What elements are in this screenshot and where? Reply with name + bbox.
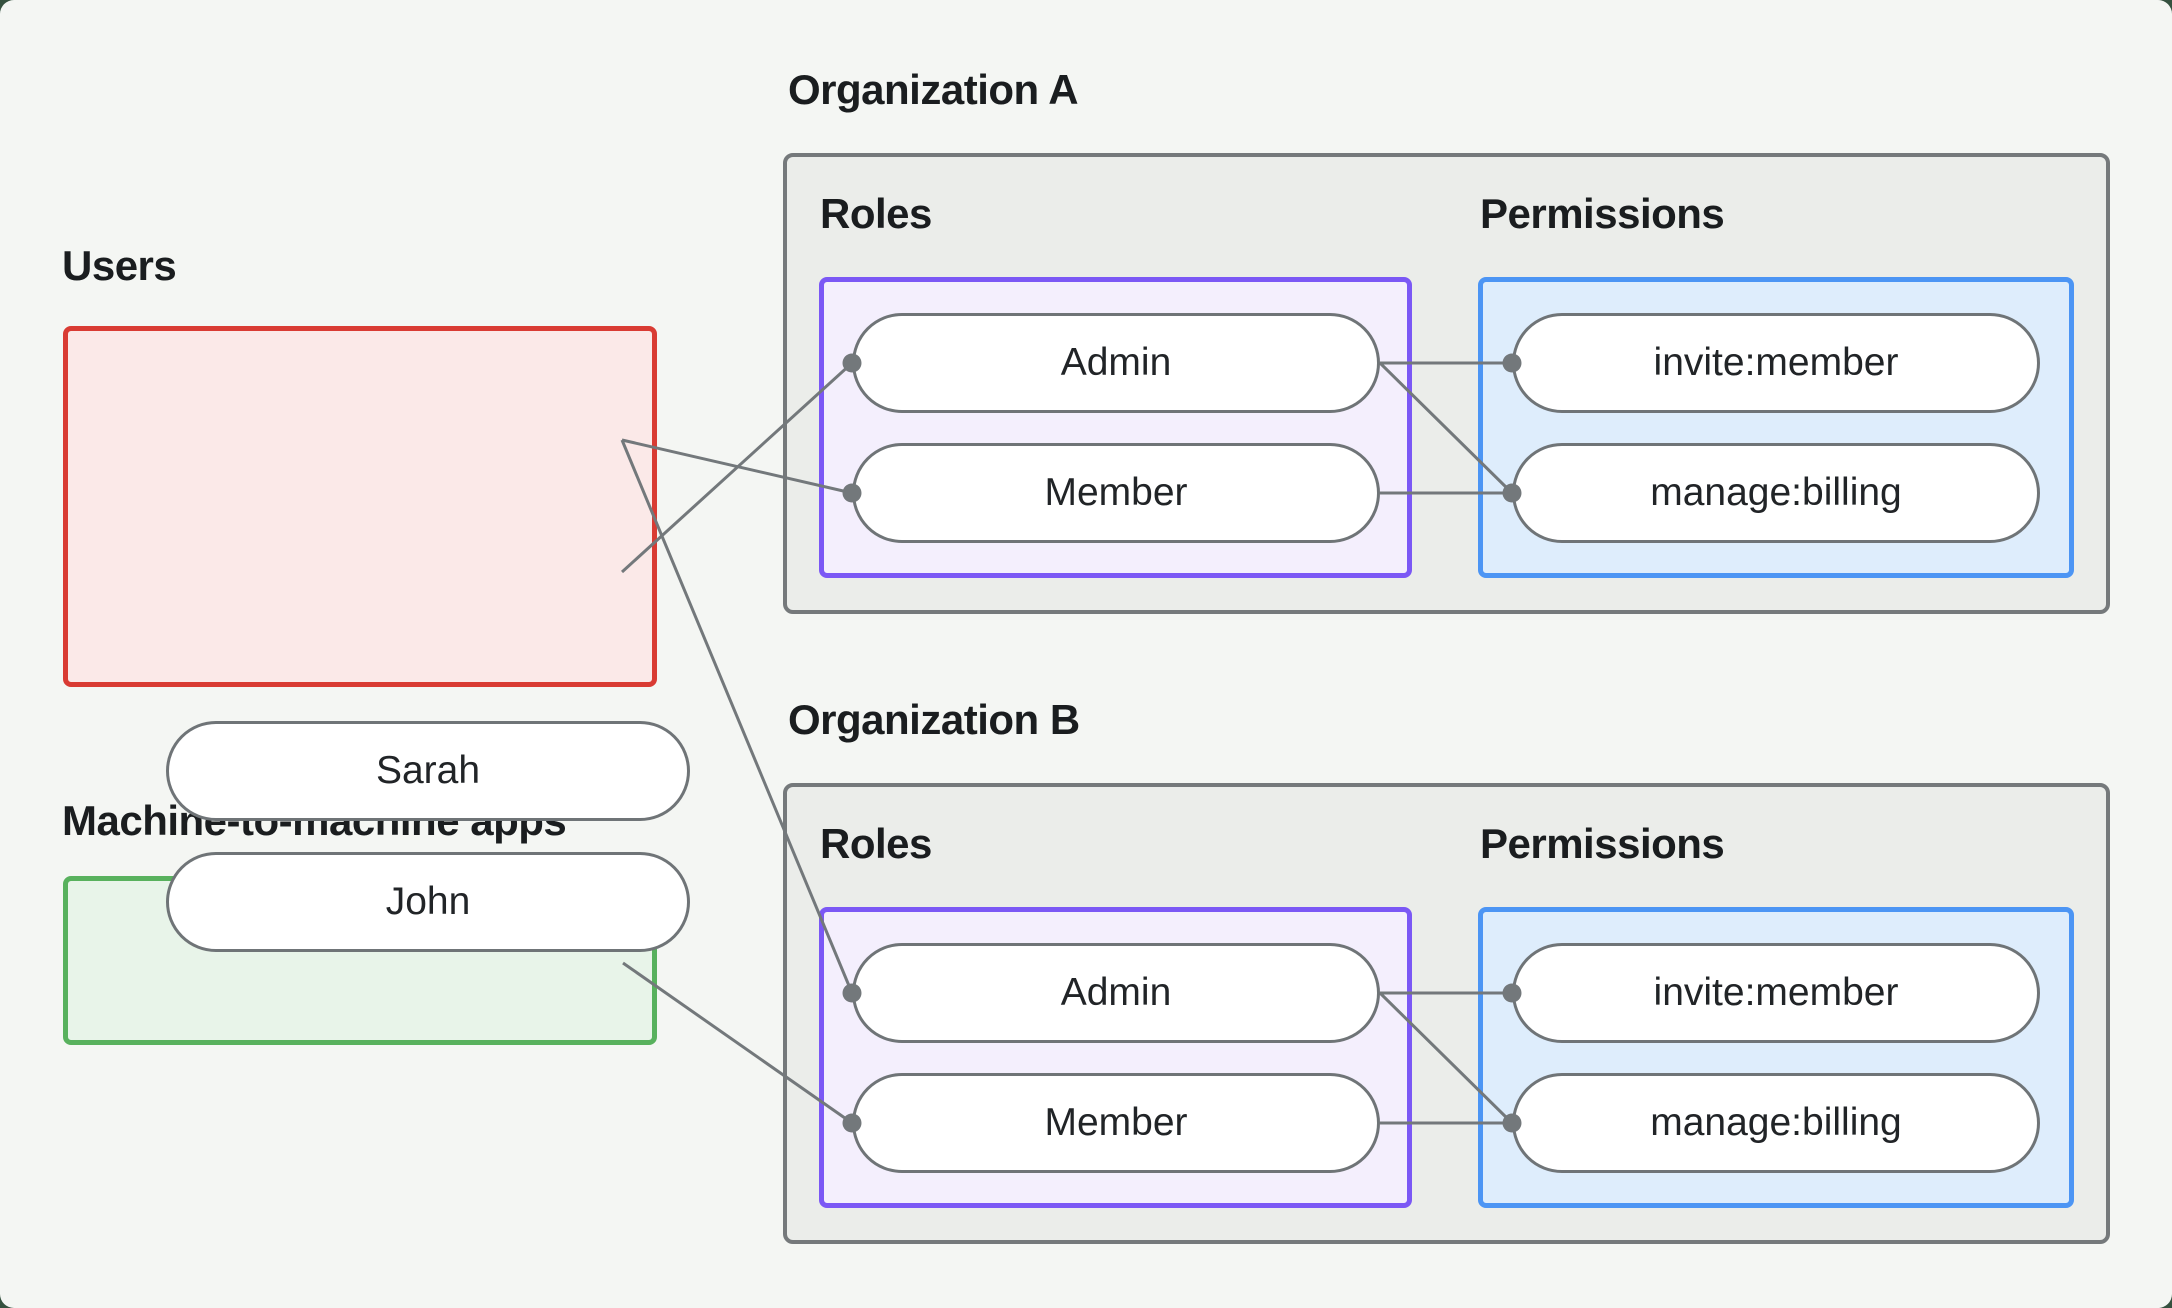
permission-pill-label: manage:billing <box>1650 1101 1902 1144</box>
org-a-role-pill-member: Member <box>852 443 1380 543</box>
org-b-roles-label: Roles <box>820 820 932 867</box>
user-pill-sarah: Sarah <box>166 721 690 821</box>
user-pill-label: John <box>385 880 471 923</box>
org-b-permission-pill-invite-member: invite:member <box>1512 943 2040 1043</box>
org-a-role-pill-admin: Admin <box>852 313 1380 413</box>
org-a-permissions-label: Permissions <box>1480 190 1725 237</box>
role-pill-label: Member <box>1044 1101 1188 1144</box>
org-a-title: Organization A <box>788 66 1079 113</box>
permission-pill-label: invite:member <box>1653 341 1899 384</box>
org-b-permissions-label: Permissions <box>1480 820 1725 867</box>
org-b-role-pill-member: Member <box>852 1073 1380 1173</box>
users-group-box: Sarah John <box>63 326 690 952</box>
org-a-roles-label: Roles <box>820 190 932 237</box>
user-pill-label: Sarah <box>375 749 481 792</box>
org-b-title: Organization B <box>788 696 1080 743</box>
org-b-section: Roles Permissions Admin Member invite:me… <box>783 783 2110 1244</box>
org-b-permission-pill-manage-billing: manage:billing <box>1512 1073 2040 1173</box>
role-pill-label: Admin <box>1060 971 1172 1014</box>
users-group-label: Users <box>62 242 177 289</box>
org-b-role-pill-admin: Admin <box>852 943 1380 1043</box>
user-pill-john: John <box>166 852 690 952</box>
role-pill-label: Member <box>1044 471 1188 514</box>
permission-pill-label: manage:billing <box>1650 471 1902 514</box>
org-a-section: Roles Permissions Admin Member invite:me… <box>783 153 2110 614</box>
org-a-permission-pill-manage-billing: manage:billing <box>1512 443 2040 543</box>
permission-pill-label: invite:member <box>1653 971 1899 1014</box>
org-a-permission-pill-invite-member: invite:member <box>1512 313 2040 413</box>
role-pill-label: Admin <box>1060 341 1172 384</box>
